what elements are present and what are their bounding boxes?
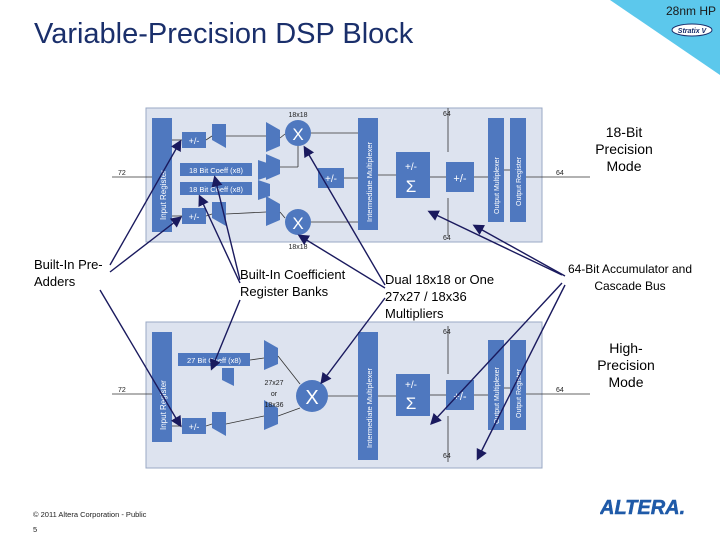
top-output-mux-label: Output Multiplexer	[494, 157, 501, 214]
bot-mult-label-1: 27x27	[264, 380, 283, 387]
top-mux-1	[266, 122, 280, 152]
top-reg-1	[212, 124, 226, 148]
top-bus64-bot: 64	[443, 235, 451, 242]
bot-bus64-top: 64	[443, 329, 451, 336]
bot-wires	[112, 326, 590, 462]
top-output-mux	[488, 118, 504, 222]
top-in72: 72	[118, 170, 126, 177]
stratix-logo-text: Stratix V	[678, 28, 708, 35]
bot-input-register	[152, 332, 172, 442]
top-accumulator	[446, 162, 474, 192]
top-intermediate-mux-label: Intermediate Multiplexer	[365, 141, 374, 222]
callout-coef-banks: Built-In Coefficient Register Banks	[240, 267, 346, 299]
top-18x18-label-bot: 18x18	[288, 244, 307, 251]
callout-multipliers: Dual 18x18 or One 27x27 / 18x36 Multipli…	[385, 272, 495, 321]
corner-triangle	[610, 0, 720, 75]
top-wires	[112, 108, 590, 236]
bot-mux-1	[264, 340, 278, 370]
top-multiplier-1-symbol: X	[292, 125, 303, 144]
bot-output-register	[510, 340, 526, 430]
callout-high-precision-mode: High-Precision Mode	[597, 340, 655, 390]
bot-out64: 64	[556, 387, 564, 394]
bot-in72: 72	[118, 387, 126, 394]
callout-accumulator: 64-Bit Accumulator and Cascade Bus	[567, 262, 693, 293]
top-coef-bank-2	[180, 182, 252, 195]
bot-preadder-label: +/-	[189, 422, 200, 432]
top-output-register-label: Output Register	[516, 156, 523, 206]
top-preadder-1-label: +/-	[189, 136, 200, 146]
bot-multiplier-symbol: X	[305, 387, 318, 409]
altera-logo-text: ALTERA.	[600, 497, 685, 519]
top-output-register	[510, 118, 526, 222]
top-coef-mux-1	[258, 160, 270, 180]
altera-logo: ALTERA.	[600, 497, 685, 520]
top-coef-mux-2	[258, 180, 270, 200]
bot-input-register-label: Input Register	[159, 380, 168, 430]
callout-arrows	[99, 139, 566, 461]
slide-title: Variable-Precision DSP Block	[34, 18, 414, 50]
top-sum-pm: +/-	[405, 162, 417, 173]
copyright: © 2011 Altera Corporation - Public	[33, 510, 147, 519]
bot-multiplier	[296, 380, 328, 412]
bot-preadder	[182, 418, 206, 434]
bot-mult-label-2: or	[271, 391, 278, 398]
bot-accumulator	[446, 380, 474, 410]
bot-sum-pm: +/-	[405, 380, 417, 391]
top-mid-adder	[318, 168, 344, 188]
top-mid-adder-label: +/-	[325, 174, 337, 185]
bot-output-register-label: Output Register	[516, 368, 523, 418]
top-coef-bank-1	[180, 163, 252, 176]
bot-bus64-bot: 64	[443, 453, 451, 460]
bot-intermediate-mux-label: Intermediate Multiplexer	[365, 367, 374, 448]
callout-pre-adders: Built-In Pre-Adders	[34, 257, 103, 289]
top-preadder-1	[182, 132, 206, 148]
top-multiplier-2	[285, 209, 311, 235]
bot-accumulator-label: +/-	[453, 391, 466, 403]
top-multiplier-1	[285, 120, 311, 146]
bot-mux-2	[264, 400, 278, 430]
bot-output-mux	[488, 340, 504, 430]
top-preadder-2	[182, 208, 206, 224]
bot-sigma: Σ	[406, 394, 417, 413]
top-coef-bank-2-label: 18 Bit Coeff (x8)	[189, 185, 244, 194]
bot-sum-block	[396, 374, 430, 416]
callout-18bit-mode: 18-Bit Precision Mode	[595, 124, 653, 174]
bot-output-mux-label: Output Multiplexer	[494, 367, 501, 424]
top-input-register-label: Input Register	[159, 170, 168, 220]
stratix-logo	[671, 23, 713, 37]
top-sum-block	[396, 152, 430, 198]
bot-mult-label-3: 18x36	[264, 402, 283, 409]
bot-reg-1	[222, 368, 234, 386]
top-coef-bank-1-label: 18 Bit Coeff (x8)	[189, 166, 244, 175]
bot-intermediate-mux	[358, 332, 378, 460]
top-mux-3	[266, 196, 280, 226]
page-number: 5	[33, 525, 38, 534]
top-out64: 64	[556, 170, 564, 177]
top-accumulator-label: +/-	[453, 173, 466, 185]
top-intermediate-mux	[358, 118, 378, 230]
top-18x18-label-top: 18x18	[288, 112, 307, 119]
top-bus64-top: 64	[443, 111, 451, 118]
corner-decoration: Stratix V	[610, 0, 720, 75]
bot-reg-2	[212, 412, 226, 436]
top-sigma: Σ	[406, 177, 417, 196]
corner-tag: 28nm HP	[665, 4, 716, 18]
top-preadder-2-label: +/-	[189, 212, 200, 222]
top-multiplier-2-symbol: X	[292, 214, 303, 233]
